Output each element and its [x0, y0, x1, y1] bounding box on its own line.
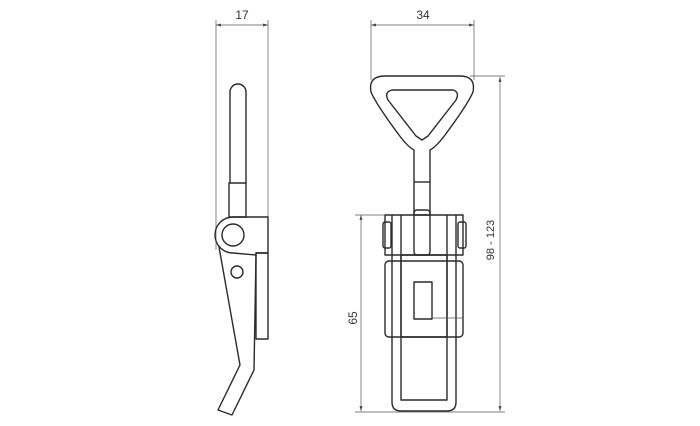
base-plate: [255, 252, 269, 340]
dimension-label-body-height: 65: [346, 311, 360, 325]
hinge-bracket: [384, 214, 464, 256]
rod-collar: [228, 182, 247, 218]
handle-rod: [229, 83, 247, 183]
u-shackle: [391, 215, 457, 412]
side-plates: [384, 260, 464, 338]
center-plate: [400, 254, 448, 338]
lever-hole: [230, 265, 244, 279]
dimension-label-side-width: 17: [235, 8, 249, 22]
dimension-label-total-height: 98 - 123: [485, 220, 497, 260]
pivot-pin: [221, 223, 245, 247]
front-view: 34 65 98 - 123: [346, 8, 505, 413]
stem-end: [413, 209, 431, 256]
pivot-block: [214, 216, 269, 256]
lever-arm: [217, 246, 257, 416]
triangle-handle: [369, 75, 475, 216]
dimension-label-front-width: 34: [416, 8, 430, 22]
side-view: 17: [214, 8, 269, 416]
handle-opening: [385, 89, 459, 141]
u-shackle-inner: [400, 215, 448, 401]
slot: [413, 281, 433, 320]
